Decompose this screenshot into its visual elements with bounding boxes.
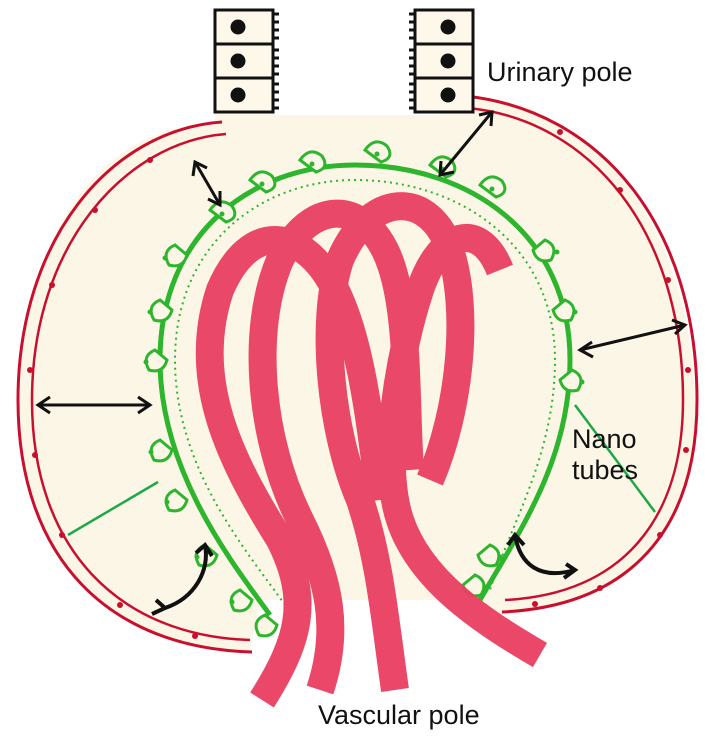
vascular-pole-label: Vascular pole <box>318 700 480 731</box>
nanotubes-label: Nano tubes <box>572 424 672 486</box>
nanotubes-label-line1: Nano <box>572 424 672 455</box>
tubule-left <box>215 10 279 112</box>
urinary-pole-label: Urinary pole <box>487 57 633 88</box>
tubule-right <box>409 10 473 112</box>
nanotubes-label-line2: tubes <box>572 455 672 486</box>
